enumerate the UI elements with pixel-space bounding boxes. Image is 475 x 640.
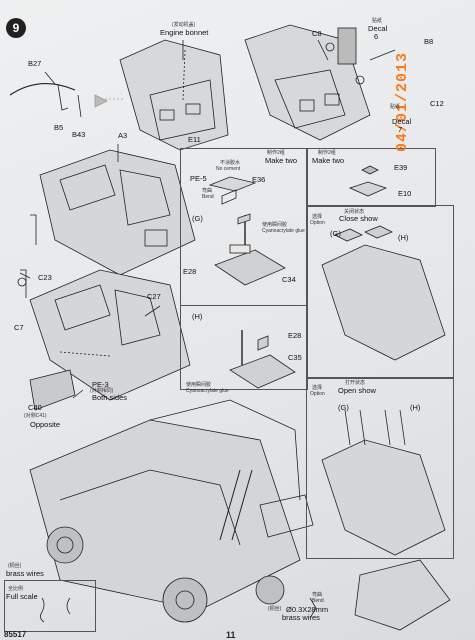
part-c8: C8 bbox=[312, 29, 322, 38]
glue-cn-1: 使用瞬间胶 bbox=[262, 222, 288, 228]
part-c34: C34 bbox=[282, 275, 296, 284]
brass-wires-cn-1: (铜丝) bbox=[8, 563, 22, 569]
no-cement-cn: 不涂胶水 bbox=[220, 160, 241, 166]
option-g-label-3: (G) bbox=[338, 403, 349, 412]
part-e10: E10 bbox=[398, 189, 412, 198]
part-b8: B8 bbox=[424, 37, 434, 46]
brass-size-label: Ø0.3X28mm bbox=[286, 605, 329, 614]
brass-wires-label-1: brass wires bbox=[6, 569, 44, 578]
open-show-label: Open show bbox=[338, 386, 376, 395]
make-two-label-1: Make two bbox=[265, 156, 298, 165]
make-two-cn-1: 制作2组 bbox=[267, 150, 285, 156]
part-e36: E36 bbox=[252, 175, 266, 184]
bend-cn-1: 弯曲 bbox=[202, 188, 213, 194]
part-c7: C7 bbox=[14, 323, 24, 332]
option-cn-1: 选择 bbox=[312, 214, 323, 220]
part-b5: B5 bbox=[54, 123, 64, 132]
part-pe3: PE-3 bbox=[92, 380, 109, 389]
option-h-label-1: (H) bbox=[398, 233, 409, 242]
brass-size-cn: (铜丝) bbox=[268, 606, 282, 612]
option-box-open bbox=[306, 377, 454, 559]
no-cement-label: No cement bbox=[216, 166, 241, 172]
kit-code: 85517 bbox=[4, 630, 27, 639]
part-c23: C23 bbox=[38, 273, 52, 282]
full-scale-cn: 全比例 bbox=[8, 586, 24, 592]
both-sides-cn: (对侧相同) bbox=[90, 388, 114, 394]
brass-wire-box bbox=[4, 580, 96, 632]
decal-6-label: Decal bbox=[368, 24, 388, 33]
part-a3: A3 bbox=[118, 131, 128, 140]
part-e11: E11 bbox=[188, 135, 201, 144]
glue-label-1: Cyanoacrylate glue bbox=[262, 228, 305, 234]
engine-bonnet-label: Engine bonnet bbox=[160, 28, 209, 37]
option-box-h bbox=[180, 305, 308, 390]
part-e28-1: E28 bbox=[183, 267, 197, 276]
option-box-close bbox=[306, 205, 454, 379]
option-label-1: Option bbox=[310, 220, 325, 226]
brass-wires-label-2: brass wires bbox=[282, 613, 320, 622]
bend-label-2: Bend bbox=[312, 598, 324, 604]
c41-opposite-cn: (对侧C41) bbox=[24, 413, 47, 419]
option-h-label-2: (H) bbox=[192, 312, 203, 321]
option-g-label-2: (G) bbox=[330, 229, 341, 238]
part-c40: C40 bbox=[28, 403, 42, 412]
part-c27: C27 bbox=[147, 292, 161, 301]
glue-cn-2: 使用瞬间胶 bbox=[186, 382, 212, 388]
subassembly-box-top-right bbox=[306, 148, 436, 207]
close-show-label: Close show bbox=[339, 214, 378, 223]
part-e39: E39 bbox=[394, 163, 408, 172]
option-g-label-1: (G) bbox=[192, 214, 203, 223]
option-label-2: Option bbox=[310, 391, 325, 397]
option-cn-2: 选择 bbox=[312, 385, 323, 391]
decal-7-cn: 贴纸 bbox=[390, 104, 401, 110]
part-pe5: PE-5 bbox=[190, 174, 207, 183]
decal-6-num: 6 bbox=[374, 32, 379, 41]
step-number-badge: 9 bbox=[6, 18, 26, 38]
both-sides-label: Both sides bbox=[92, 393, 128, 402]
glue-label-2: Cyanoacrylate glue bbox=[186, 388, 229, 394]
decal-6-cn: 贴纸 bbox=[372, 18, 383, 24]
open-show-cn: 打开状态 bbox=[345, 380, 366, 386]
part-c35: C35 bbox=[288, 353, 302, 362]
opposite-label: Opposite bbox=[30, 420, 61, 429]
part-e28-2: E28 bbox=[288, 331, 302, 340]
part-b43: B43 bbox=[72, 130, 86, 139]
engine-bonnet-cn-label: (发动机盖) bbox=[172, 22, 196, 28]
decal-7-num: 7 bbox=[398, 125, 403, 134]
make-two-label-2: Make two bbox=[312, 156, 345, 165]
part-b27: B27 bbox=[28, 59, 42, 68]
decal-7-label: Decal bbox=[392, 117, 412, 126]
bend-label-1: Bend bbox=[202, 194, 214, 200]
full-scale-label: Full scale bbox=[6, 592, 38, 601]
page-number: 11 bbox=[226, 630, 236, 640]
option-h-label-3: (H) bbox=[410, 403, 421, 412]
close-show-cn: 关闭状态 bbox=[344, 209, 365, 215]
make-two-cn-2: 制作2组 bbox=[318, 150, 336, 156]
bend-cn-2: 弯曲 bbox=[312, 592, 323, 598]
part-c12: C12 bbox=[430, 99, 444, 108]
